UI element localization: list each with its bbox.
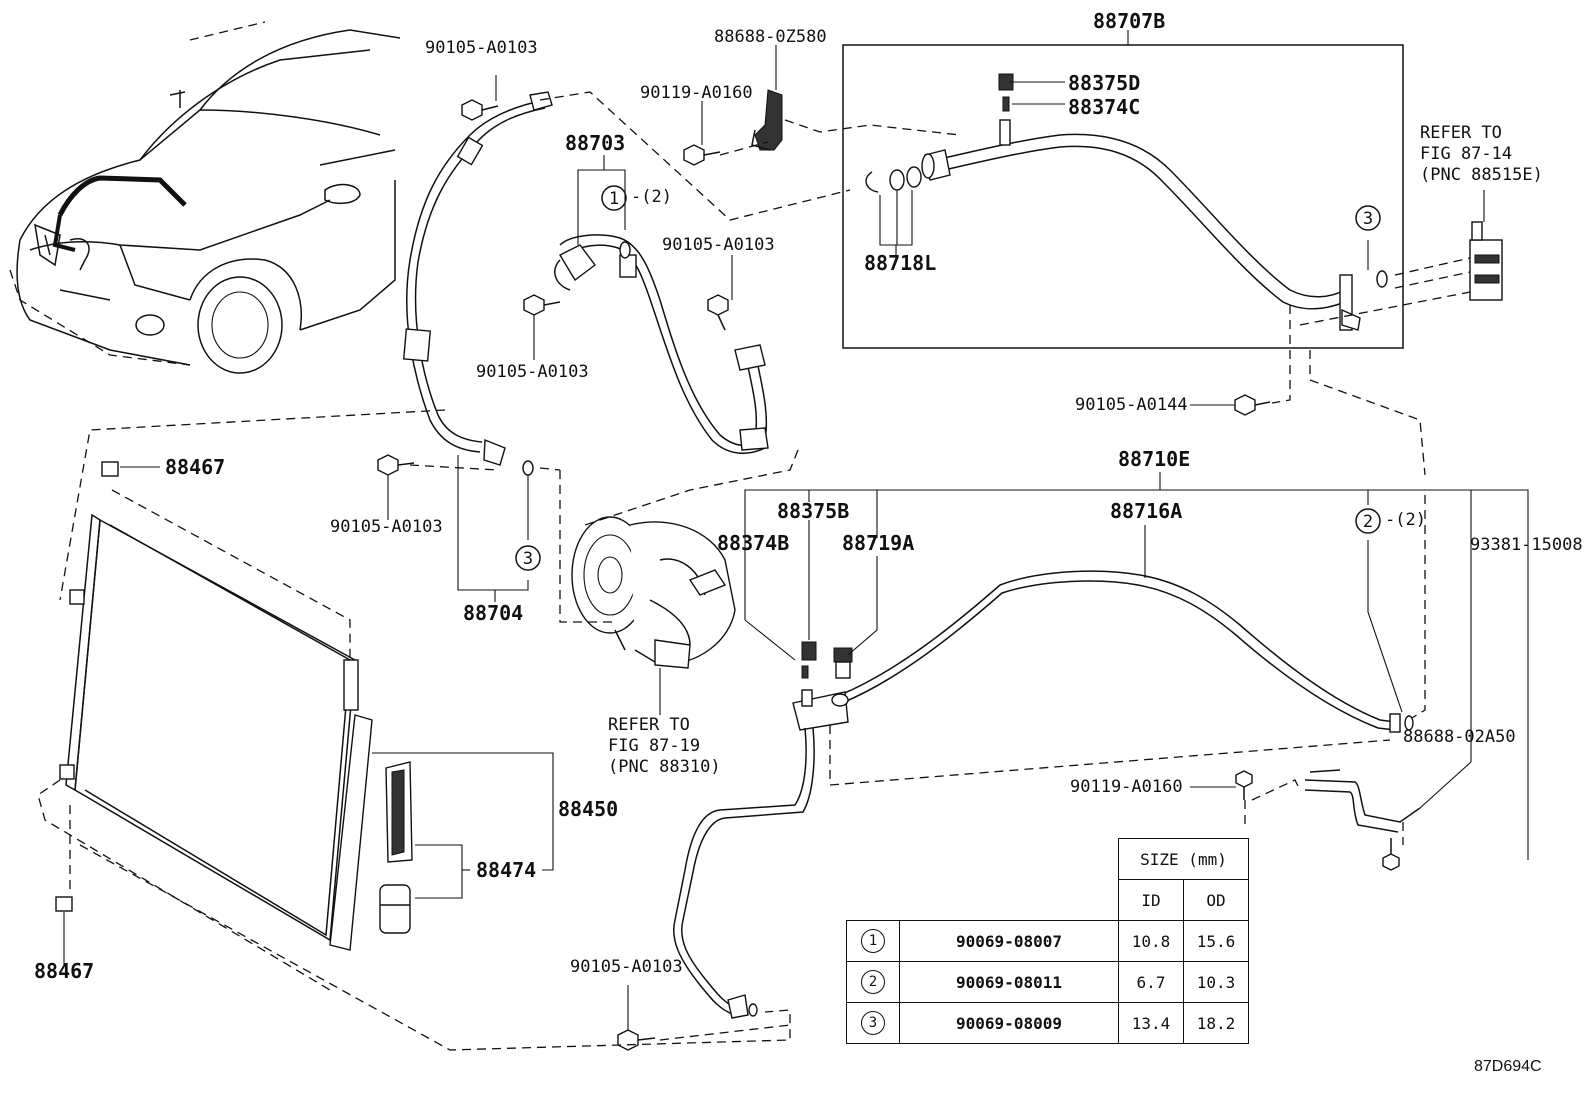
row-part-number: 90069-08011: [899, 961, 1119, 1003]
svg-text:2: 2: [1363, 512, 1373, 532]
label-90119-a0160: 90119-A0160: [1070, 777, 1183, 797]
label-90105-a0103: 90105-A0103: [662, 235, 775, 255]
bolt-icon: [707, 294, 729, 331]
table-row: 1 90069-08007 10.8 15.6: [846, 920, 1249, 962]
clamp-88688-02a50: [1304, 769, 1421, 833]
table-header-size: SIZE (mm): [1118, 838, 1249, 880]
label-refer-pnc: (PNC 88515E): [1420, 165, 1543, 185]
label-88467: 88467: [34, 959, 94, 983]
label-88704: 88704: [463, 601, 523, 625]
bolt-icon: [523, 294, 561, 316]
desiccant-88474: [379, 761, 413, 934]
svg-text:3: 3: [1363, 209, 1373, 229]
row-index: 2: [861, 970, 885, 994]
label-88374b: 88374B: [717, 531, 789, 555]
bracket-88688-0z580: [751, 89, 783, 151]
label-90105-a0103: 90105-A0103: [425, 38, 538, 58]
label-88374c: 88374C: [1068, 95, 1140, 119]
label-88707b: 88707B: [1093, 9, 1165, 33]
bolt-icon: [461, 99, 499, 121]
table-header-id: ID: [1118, 879, 1184, 921]
row-index: 3: [861, 1011, 885, 1035]
label-88474: 88474: [476, 858, 536, 882]
label-88450: 88450: [558, 797, 618, 821]
label-93381-15008: 93381-15008: [1470, 535, 1583, 555]
valve-core-icon: [801, 665, 809, 679]
label-88710e: 88710E: [1118, 447, 1190, 471]
label-90105-a0103: 90105-A0103: [570, 957, 683, 977]
label-refer-fig: FIG 87-19: [608, 736, 700, 756]
row-id-value: 10.8: [1118, 920, 1184, 962]
label-88716a: 88716A: [1110, 499, 1182, 523]
label-refer-pnc: (PNC 88310): [608, 757, 721, 777]
label-88688-0z580: 88688-0Z580: [714, 27, 827, 47]
label-88718l: 88718L: [864, 251, 936, 275]
liquid-tube: [673, 570, 1414, 1019]
pressure-switch-icon: [833, 647, 853, 679]
callout-3-upper: 3: [1355, 205, 1381, 231]
label-88688-02a50: 88688-02A50: [1403, 727, 1516, 747]
table-header-od: OD: [1183, 879, 1249, 921]
discharge-hose: [402, 91, 769, 466]
dashed-leader-lines: [37, 91, 1471, 1051]
row-id-value: 13.4: [1118, 1002, 1184, 1044]
row-od-value: 10.3: [1183, 961, 1249, 1003]
vehicle-illustration: [9, 21, 401, 374]
table-row: 2 90069-08011 6.7 10.3: [846, 961, 1249, 1003]
label-refer-to: REFER TO: [608, 715, 690, 735]
label-88467: 88467: [165, 455, 225, 479]
row-index: 1: [861, 929, 885, 953]
group-88707b: [842, 44, 1404, 349]
svg-text:1: 1: [609, 189, 619, 209]
label-refer-fig: FIG 87-14: [1420, 144, 1512, 164]
callout-circles: 1 3 3 2: [515, 185, 1381, 571]
label-90105-a0103: 90105-A0103: [476, 362, 589, 382]
label-refer-to: REFER TO: [1420, 123, 1502, 143]
expansion-valve: [1469, 221, 1503, 301]
label-90105-a0103: 90105-A0103: [330, 517, 443, 537]
row-id-value: 6.7: [1118, 961, 1184, 1003]
callout-1: 1: [601, 185, 627, 211]
o-ring-size-table: SIZE (mm) ID OD 1 90069-08007 10.8 15.6 …: [846, 838, 1249, 1044]
row-part-number: 90069-08007: [899, 920, 1119, 962]
label-88719a: 88719A: [842, 531, 914, 555]
label-90119-a0160: 90119-A0160: [640, 83, 753, 103]
label-callout-qty-2: -(2): [1385, 510, 1426, 530]
figure-id: 87D694C: [1474, 1058, 1542, 1075]
condenser: [55, 461, 373, 951]
bolt-icon: [377, 454, 415, 476]
service-valve-cap-icon: [801, 641, 817, 661]
bolt-icon: [1234, 394, 1271, 416]
part-labels: 90105-A0103 88688-0Z580 88707B 90119-A01…: [34, 9, 1583, 983]
bolt-icon: [1235, 770, 1253, 800]
bolt-icon: [683, 144, 721, 166]
compressor: [571, 516, 736, 669]
bolt-icon: [617, 1029, 656, 1051]
label-callout-qty-1: -(2): [631, 187, 672, 207]
callout-2: 2: [1355, 508, 1381, 534]
row-part-number: 90069-08009: [899, 1002, 1119, 1044]
callout-3-lower: 3: [515, 545, 541, 571]
label-88375b: 88375B: [777, 499, 849, 523]
valve-core-icon: [1002, 96, 1010, 112]
label-90105-a0144: 90105-A0144: [1075, 395, 1188, 415]
bolt-icon: [1382, 838, 1400, 871]
leader-lines: [63, 30, 1529, 1030]
label-88375d: 88375D: [1068, 71, 1140, 95]
row-od-value: 18.2: [1183, 1002, 1249, 1044]
label-88703: 88703: [565, 131, 625, 155]
table-row: 3 90069-08009 13.4 18.2: [846, 1002, 1249, 1044]
row-od-value: 15.6: [1183, 920, 1249, 962]
svg-text:3: 3: [523, 549, 533, 569]
